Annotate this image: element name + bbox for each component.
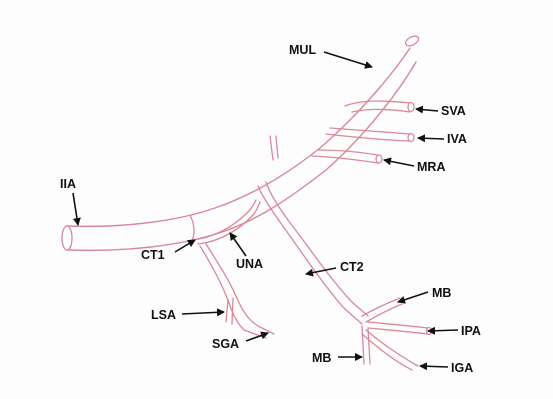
lsa-sga-branch-vessel bbox=[199, 243, 275, 339]
ipa-arrow bbox=[427, 326, 459, 335]
label-ipa: IPA bbox=[461, 324, 481, 338]
iva-arrow bbox=[417, 134, 445, 143]
label-iia: IIA bbox=[60, 177, 76, 191]
mb-upper-arrow bbox=[397, 291, 429, 304]
iia-arrow bbox=[72, 192, 81, 226]
label-sga: SGA bbox=[212, 337, 239, 351]
una-arrow bbox=[229, 232, 247, 257]
sga-arrow bbox=[245, 331, 269, 342]
label-mb-upper: MB bbox=[432, 286, 451, 300]
ct2-branch-vessel bbox=[257, 181, 369, 325]
sva-arrow bbox=[415, 105, 439, 114]
ct1-arrow bbox=[174, 239, 196, 253]
iga-arrow bbox=[419, 362, 449, 371]
lsa-arrow bbox=[181, 308, 225, 317]
label-mra: MRA bbox=[417, 160, 445, 174]
iva-branch-vessel bbox=[325, 127, 415, 143]
distal-fan-vessel bbox=[361, 297, 433, 371]
sva-branch-vessel bbox=[344, 100, 415, 113]
label-iga: IGA bbox=[451, 361, 473, 375]
trunk-top-end bbox=[404, 35, 420, 47]
vessel-labels: MUL SVA IVA MRA IIA CT1 UNA CT2 LSA SGA … bbox=[60, 43, 481, 375]
label-una: UNA bbox=[236, 257, 263, 271]
label-iva: IVA bbox=[447, 132, 467, 146]
label-ct1: CT1 bbox=[141, 248, 165, 262]
label-mul: MUL bbox=[289, 43, 316, 57]
label-ct2: CT2 bbox=[340, 260, 364, 274]
mul-arrow bbox=[323, 51, 373, 69]
label-sva: SVA bbox=[441, 104, 466, 118]
annotation-arrows bbox=[72, 51, 459, 371]
ct2-arrow bbox=[305, 267, 337, 277]
mra-arrow bbox=[383, 157, 415, 167]
dorsal-stub-vessel bbox=[269, 135, 279, 161]
trunk-origin-end bbox=[61, 225, 73, 251]
main-trunk-vessel bbox=[61, 35, 420, 252]
label-mb-lower: MB bbox=[312, 351, 331, 365]
label-lsa: LSA bbox=[151, 308, 176, 322]
mra-branch-vessel bbox=[311, 149, 383, 164]
ct1-una-loop-vessel bbox=[189, 199, 261, 245]
